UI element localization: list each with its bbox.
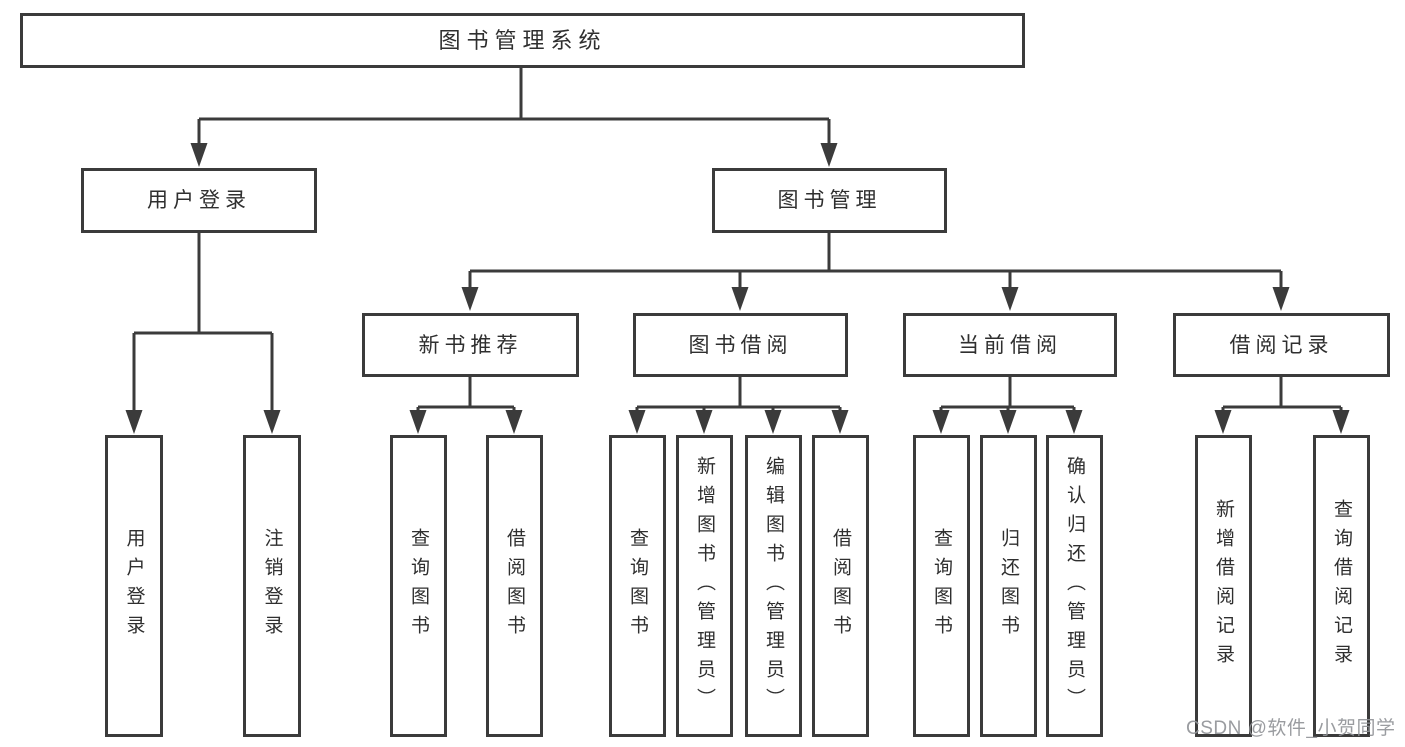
leaf-borrow-books-recommendation: 借阅图书 [486, 435, 543, 737]
leaf-logout: 注销登录 [243, 435, 301, 737]
box-borrowing-records: 借阅记录 [1173, 313, 1390, 377]
box-book-borrowing: 图书借阅 [633, 313, 848, 377]
arrowheads [125, 143, 1350, 434]
leaf-query-books-borrowing: 查询图书 [609, 435, 666, 737]
leaf-confirm-return-admin: 确认归还（管理员） [1046, 435, 1103, 737]
box-book-management: 图书管理 [712, 168, 947, 233]
leaf-query-books-current: 查询图书 [913, 435, 970, 737]
leaf-add-borrow-record: 新增借阅记录 [1195, 435, 1252, 737]
leaf-edit-book-admin: 编辑图书（管理员） [745, 435, 802, 737]
box-current-borrowing: 当前借阅 [903, 313, 1117, 377]
box-library-management-system: 图书管理系统 [20, 13, 1025, 68]
leaf-borrow-books-borrowing: 借阅图书 [812, 435, 869, 737]
leaf-query-borrow-record: 查询借阅记录 [1313, 435, 1370, 737]
leaf-return-books: 归还图书 [980, 435, 1037, 737]
box-user-login: 用户登录 [81, 168, 317, 233]
leaf-user-login: 用户登录 [105, 435, 163, 737]
csdn-watermark: CSDN @软件_小贺同学 [1186, 718, 1396, 739]
box-new-book-recommendation: 新书推荐 [362, 313, 579, 377]
leaf-query-books-recommendation: 查询图书 [390, 435, 447, 737]
leaf-add-book-admin: 新增图书（管理员） [676, 435, 733, 737]
